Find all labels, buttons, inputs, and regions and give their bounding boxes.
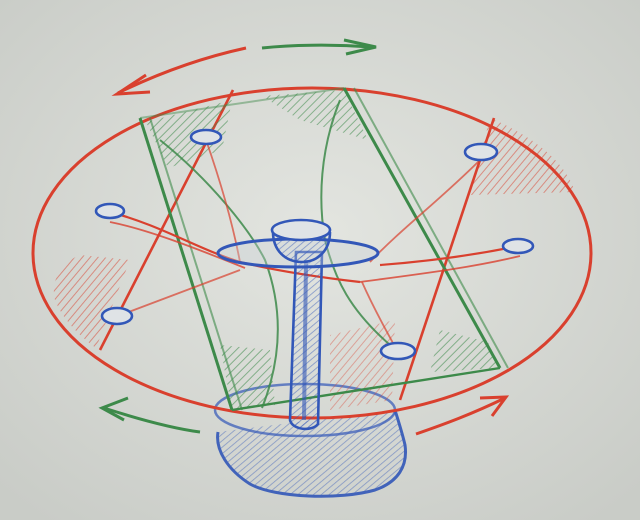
peg-marker [463, 142, 499, 162]
peg-marker [100, 306, 134, 326]
blue-peg-markers [94, 128, 535, 361]
blue-central-shaft [288, 250, 324, 431]
peg-marker [189, 128, 223, 146]
red-rotation-arrow-bottom [415, 395, 510, 436]
peg-marker [379, 341, 417, 361]
green-rotation-arrow-bottom [98, 396, 201, 434]
peg-marker [94, 202, 126, 220]
red-rotation-arrow-top [111, 46, 247, 96]
peg-marker [501, 237, 535, 255]
green-rotation-arrow-top [261, 38, 377, 56]
blue-top-hub-disc [216, 218, 380, 269]
green-counter-rotating-frame [138, 87, 509, 412]
